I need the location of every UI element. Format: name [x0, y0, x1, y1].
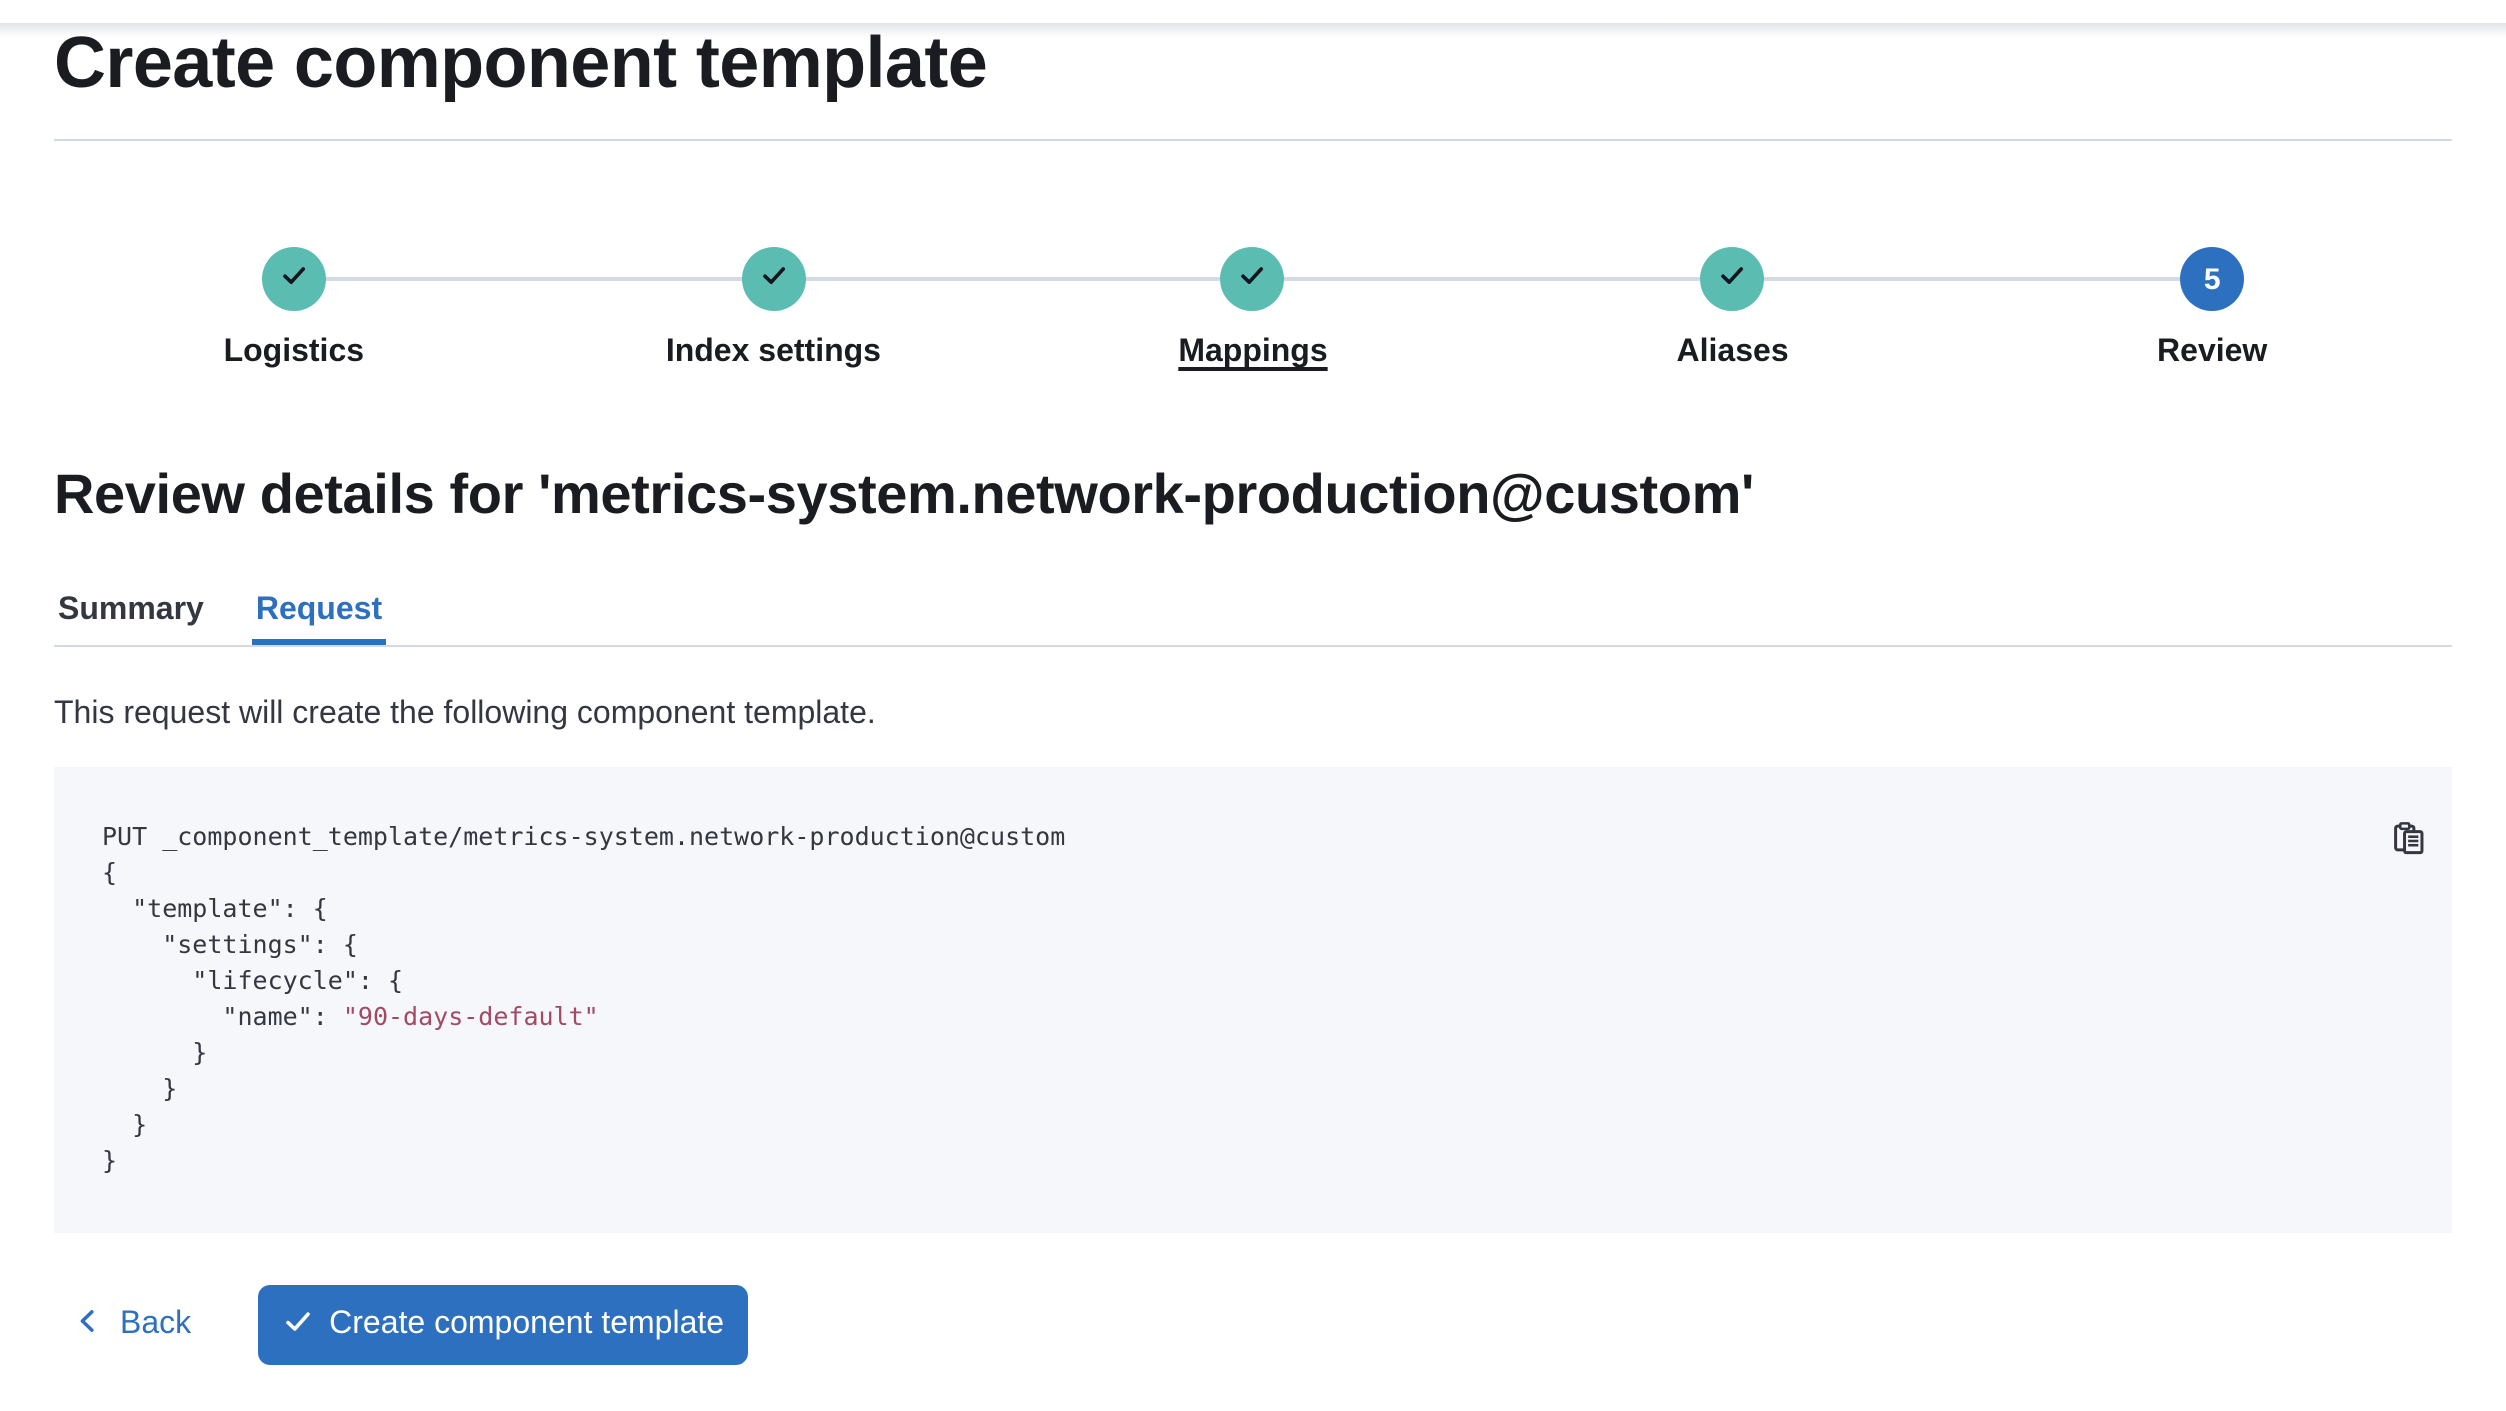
back-label: Back — [120, 1307, 192, 1341]
code-line: } — [102, 1109, 148, 1139]
check-icon — [281, 1304, 313, 1346]
copy-icon — [2391, 821, 2425, 861]
tabs: Summary Request — [54, 591, 2452, 647]
code-line: { — [102, 857, 118, 887]
tab-request[interactable]: Request — [252, 591, 386, 645]
code-line: "name": "90-days-default" — [102, 999, 2404, 1035]
title-divider — [54, 139, 2452, 141]
page-title: Create component template — [54, 21, 988, 103]
check-icon — [1717, 258, 1749, 300]
step-review[interactable]: 5 Review — [1972, 247, 2452, 371]
step-mappings-label[interactable]: Mappings — [1178, 335, 1328, 369]
back-button[interactable]: Back — [74, 1306, 191, 1344]
step-index-settings-circle[interactable] — [741, 247, 806, 311]
chevron-left-icon — [74, 1306, 102, 1344]
tab-summary[interactable]: Summary — [58, 593, 204, 627]
review-heading: Review details for 'metrics-system.netwo… — [54, 463, 1754, 525]
step-index-settings-label[interactable]: Index settings — [665, 335, 881, 369]
step-review-circle[interactable]: 5 — [2180, 247, 2245, 311]
step-mappings[interactable]: Mappings — [1013, 247, 1493, 371]
request-code-block: PUT _component_template/metrics-system.n… — [54, 767, 2452, 1233]
step-index-settings[interactable]: Index settings — [534, 247, 1014, 371]
code-line: "template": { — [102, 893, 328, 923]
create-component-template-page: Create component template Logistics I — [0, 21, 2506, 1411]
step-aliases-label[interactable]: Aliases — [1676, 335, 1789, 369]
check-icon — [757, 258, 789, 300]
code-line: "settings": { — [102, 929, 358, 959]
code-line: PUT _component_template/metrics-system.n… — [102, 821, 1066, 851]
code-key: "name": — [102, 1001, 343, 1031]
check-icon — [278, 258, 310, 300]
create-button-label: Create component template — [329, 1307, 725, 1341]
footer-actions: Back Create component template — [54, 1285, 2452, 1365]
code-line: } — [102, 1037, 208, 1067]
code-string-value: "90-days-default" — [342, 1001, 599, 1031]
step-aliases[interactable]: Aliases — [1493, 247, 1973, 371]
stepper: Logistics Index settings Mappings — [54, 247, 2452, 371]
create-component-template-button[interactable]: Create component template — [257, 1285, 749, 1365]
step-mappings-circle[interactable] — [1220, 247, 1285, 311]
code-line: "lifecycle": { — [102, 965, 404, 995]
step-logistics-circle[interactable] — [261, 247, 326, 311]
check-icon — [1237, 258, 1269, 300]
code-line: } — [102, 1073, 178, 1103]
request-description: This request will create the following c… — [54, 697, 876, 731]
code-lines: PUT _component_template/metrics-system.n… — [102, 819, 2404, 1179]
step-logistics-label[interactable]: Logistics — [223, 335, 365, 369]
copy-button[interactable] — [2390, 821, 2426, 861]
code-line: } — [102, 1145, 118, 1175]
step-review-label[interactable]: Review — [2157, 335, 2268, 369]
main-content: Create component template Logistics I — [0, 21, 2506, 1365]
step-logistics[interactable]: Logistics — [54, 247, 534, 371]
step-aliases-circle[interactable] — [1700, 247, 1765, 311]
step-number: 5 — [2203, 262, 2221, 296]
